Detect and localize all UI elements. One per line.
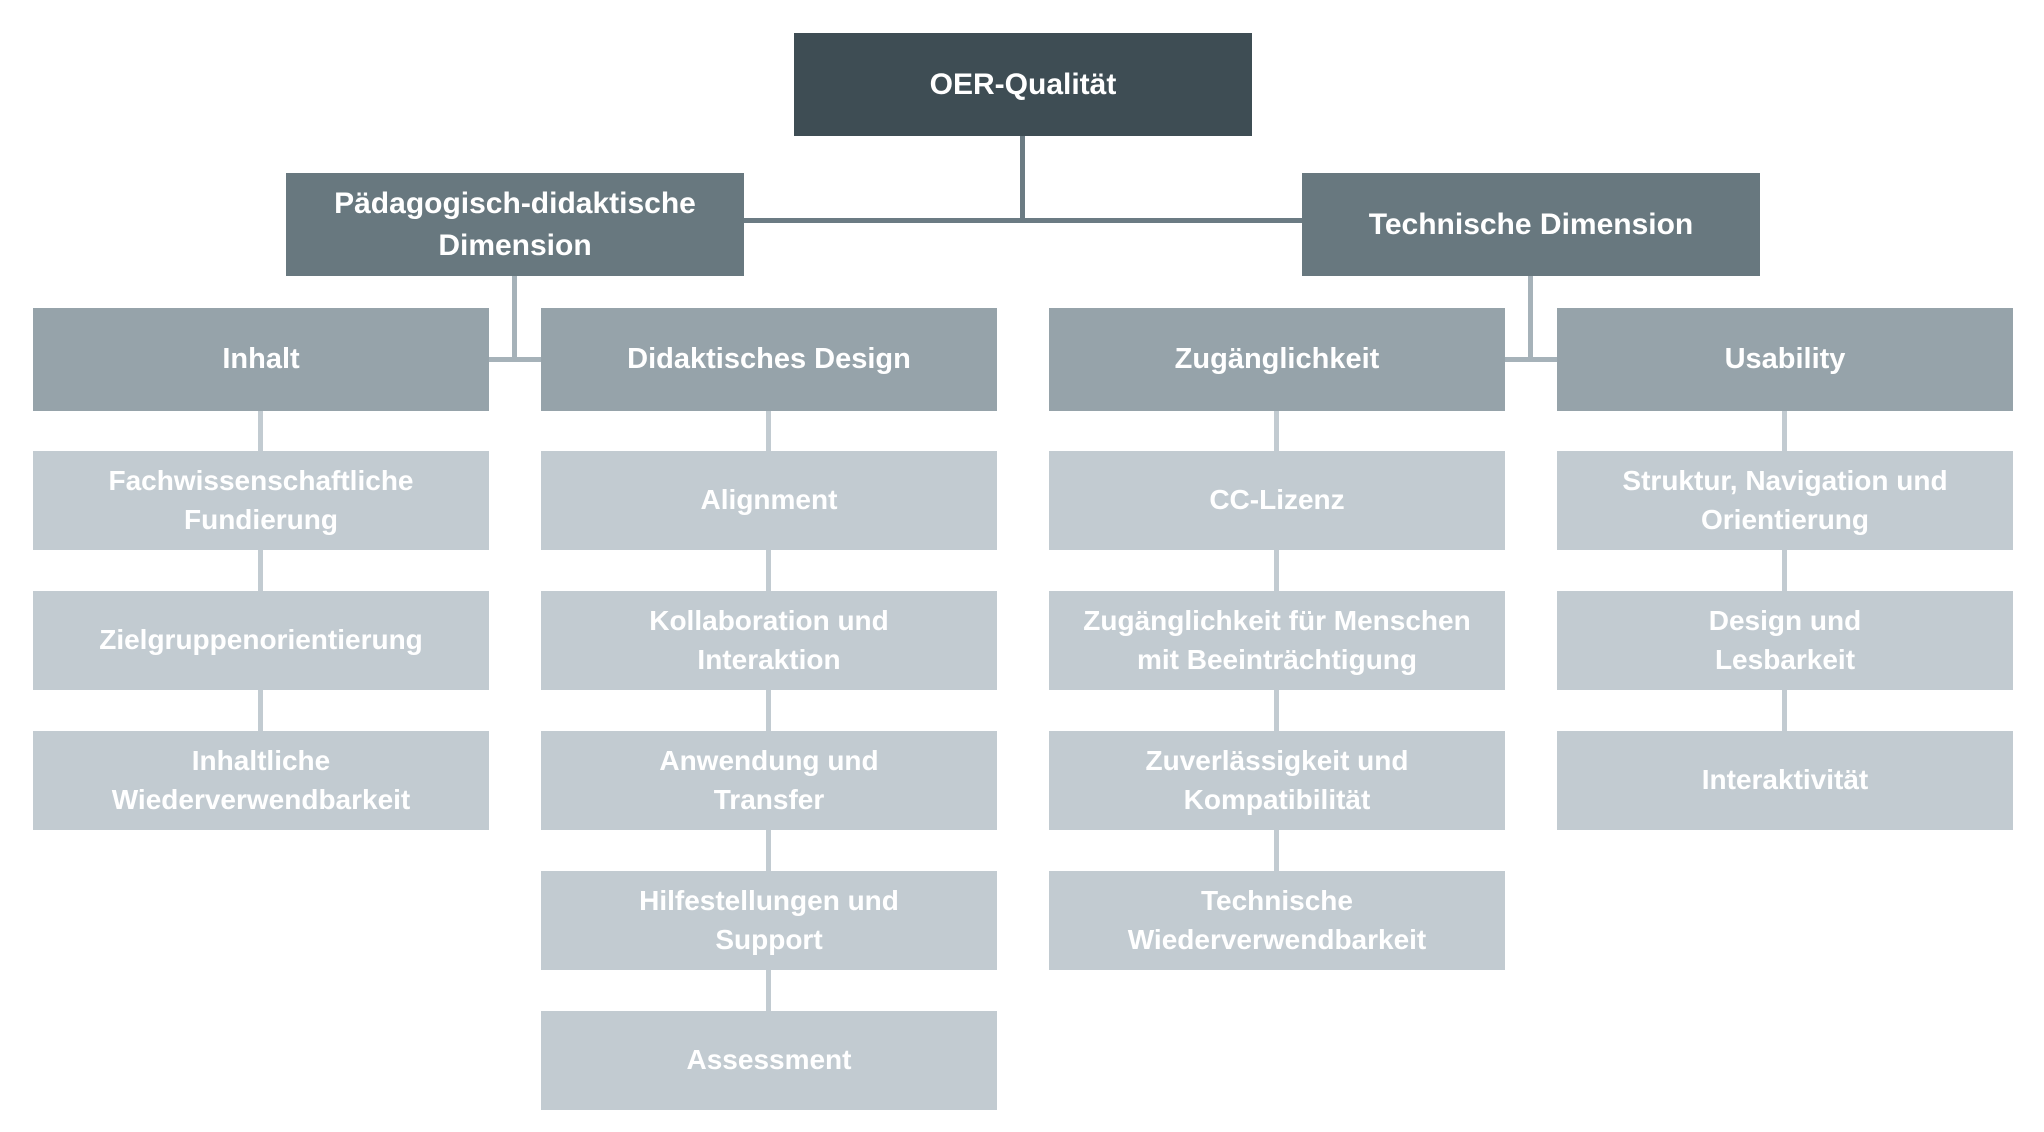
connector-col2-seg3 — [766, 690, 771, 731]
connector-paedagogisch-vertical — [512, 276, 517, 362]
connector-col2-seg4 — [766, 830, 771, 871]
connector-technische-stub — [1505, 357, 1557, 362]
item-design-und-lesbarkeit: Design und Lesbarkeit — [1557, 591, 2013, 690]
item-cc-lizenz: CC-Lizenz — [1049, 451, 1505, 550]
box-technische-dimension: Technische Dimension — [1302, 173, 1760, 276]
box-usability: Usability — [1557, 308, 2013, 411]
connector-col2-seg5 — [766, 970, 771, 1011]
connector-col3-seg1 — [1274, 411, 1279, 451]
connector-dimensions-horizontal — [744, 218, 1302, 223]
connector-col1-seg1 — [258, 411, 263, 451]
box-zugaenglichkeit: Zugänglichkeit — [1049, 308, 1505, 411]
connector-paedagogisch-stub — [489, 357, 541, 362]
item-struktur-navigation-orientierung: Struktur, Navigation und Orientierung — [1557, 451, 2013, 550]
item-zielgruppenorientierung: Zielgruppenorientierung — [33, 591, 489, 690]
connector-col1-seg2 — [258, 550, 263, 591]
item-assessment: Assessment — [541, 1011, 997, 1110]
connector-col3-seg2 — [1274, 550, 1279, 591]
item-interaktivitaet: Interaktivität — [1557, 731, 2013, 830]
connector-technische-vertical — [1528, 276, 1533, 362]
connector-col2-seg2 — [766, 550, 771, 591]
item-hilfestellungen-und-support: Hilfestellungen und Support — [541, 871, 997, 970]
connector-col4-seg1 — [1782, 411, 1787, 451]
box-oer-qualitaet: OER-Qualität — [794, 33, 1252, 136]
item-anwendung-und-transfer: Anwendung und Transfer — [541, 731, 997, 830]
connector-col1-seg3 — [258, 690, 263, 731]
box-inhalt: Inhalt — [33, 308, 489, 411]
item-zugaenglichkeit-fuer-menschen: Zugänglichkeit für Menschen mit Beeinträ… — [1049, 591, 1505, 690]
item-zuverlaessigkeit-und-kompatibilitaet: Zuverlässigkeit und Kompatibilität — [1049, 731, 1505, 830]
box-paedagogisch-didaktische-dimension: Pädagogisch-didaktische Dimension — [286, 173, 744, 276]
connector-col3-seg4 — [1274, 830, 1279, 871]
connector-col2-seg1 — [766, 411, 771, 451]
connector-root-vertical — [1020, 136, 1025, 222]
item-inhaltliche-wiederverwendbarkeit: Inhaltliche Wiederverwendbarkeit — [33, 731, 489, 830]
box-didaktisches-design: Didaktisches Design — [541, 308, 997, 411]
item-technische-wiederverwendbarkeit: Technische Wiederverwendbarkeit — [1049, 871, 1505, 970]
item-fachwissenschaftliche-fundierung: Fachwissenschaftliche Fundierung — [33, 451, 489, 550]
connector-col4-seg3 — [1782, 690, 1787, 731]
item-kollaboration-und-interaktion: Kollaboration und Interaktion — [541, 591, 997, 690]
item-alignment: Alignment — [541, 451, 997, 550]
connector-col3-seg3 — [1274, 690, 1279, 731]
connector-col4-seg2 — [1782, 550, 1787, 591]
